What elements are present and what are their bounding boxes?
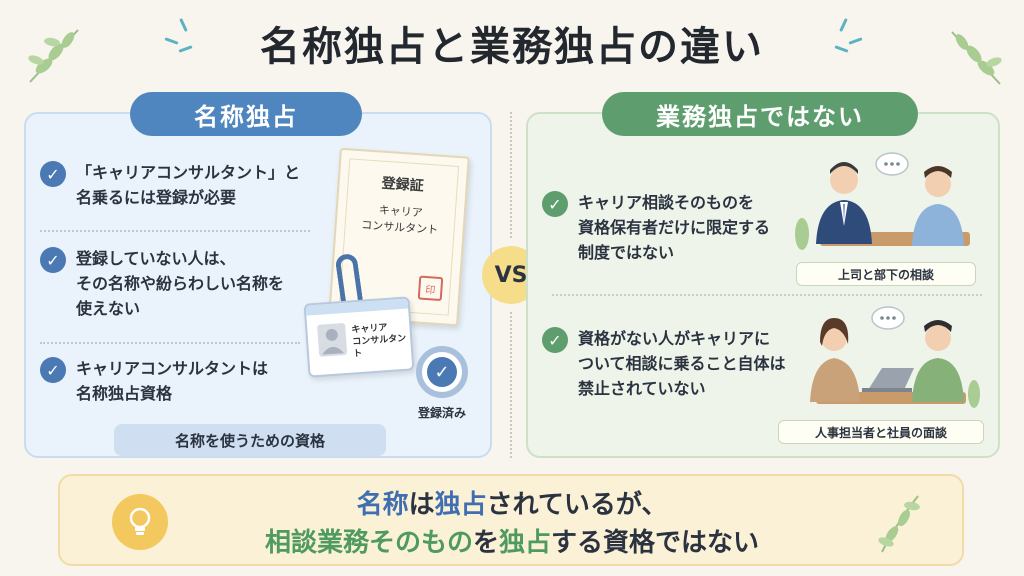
- check-icon: ✓: [40, 161, 66, 187]
- scene1-caption: 上司と部下の相談: [796, 262, 976, 286]
- summary-banner: [58, 474, 964, 566]
- id-card-line: コンサルタント: [352, 333, 407, 360]
- name-monopoly-heading: 名称独占: [130, 92, 362, 136]
- summary-line-1: 名称は独占されているが、: [356, 490, 668, 520]
- summary-line-2: 相談業務そのものを独占する資格ではない: [264, 528, 760, 558]
- id-card: キャリア コンサルタント: [303, 296, 415, 378]
- left-item-1: ✓ 「キャリアコンサルタント」と 名乗るには登録が必要: [40, 160, 320, 210]
- center-divider: [510, 312, 512, 458]
- item-line: キャリア相談そのものを: [578, 193, 755, 212]
- divider: [40, 342, 300, 344]
- item-line: キャリアコンサルタントは: [76, 359, 269, 378]
- right-item-1: ✓ キャリア相談そのものを 資格保有者だけに限定する 制度ではない: [542, 190, 792, 265]
- item-line: 名乗るには登録が必要: [76, 188, 237, 207]
- boss-subordinate-illustration: [795, 152, 970, 250]
- item-line: 資格がない人がキャリアに: [578, 329, 771, 348]
- registered-badge-label: 登録済み: [417, 406, 466, 420]
- divider: [40, 230, 310, 232]
- person-silhouette-icon: [317, 322, 348, 357]
- item-line: 禁止されていない: [578, 379, 706, 398]
- name-monopoly-footer: 名称を使うための資格: [114, 424, 386, 456]
- scene2-caption: 人事担当者と社員の面談: [778, 420, 984, 444]
- item-line: 使えない: [76, 299, 141, 318]
- divider: [552, 294, 982, 296]
- left-item-2: ✓ 登録していない人は、 その名称や紛らわしい名称を 使えない: [40, 246, 320, 321]
- right-item-2: ✓ 資格がない人がキャリアに ついて相談に乗ること自体は 禁止されていない: [542, 326, 792, 401]
- item-line: 制度ではない: [578, 243, 675, 262]
- leaf-decoration-top-right-icon: [951, 31, 1002, 85]
- not-business-monopoly-heading: 業務独占ではない: [602, 92, 918, 136]
- check-icon: ✓: [542, 191, 568, 217]
- registered-badge-icon: ✓: [416, 346, 468, 398]
- leaf-decoration-bottom-right-icon: [878, 495, 920, 553]
- center-divider: [510, 112, 512, 238]
- left-item-3: ✓ キャリアコンサルタントは 名称独占資格: [40, 356, 320, 406]
- page-title: 名称独占と業務独占の違い: [260, 24, 764, 70]
- leaf-decoration-top-left-icon: [28, 29, 79, 83]
- hr-employee-illustration: [810, 306, 980, 408]
- item-line: ついて相談に乗ること自体は: [578, 354, 786, 373]
- item-line: 資格保有者だけに限定する: [578, 218, 771, 237]
- item-line: 登録していない人は、: [76, 249, 236, 268]
- check-icon: ✓: [40, 357, 66, 383]
- check-icon: ✓: [40, 247, 66, 273]
- item-line: 名称独占資格: [76, 384, 173, 403]
- item-line: その名称や紛らわしい名称を: [76, 274, 285, 293]
- lightbulb-icon: [112, 494, 168, 550]
- seal-stamp: 印: [417, 275, 444, 302]
- check-icon: ✓: [542, 327, 568, 353]
- item-line: 「キャリアコンサルタント」と: [76, 163, 301, 182]
